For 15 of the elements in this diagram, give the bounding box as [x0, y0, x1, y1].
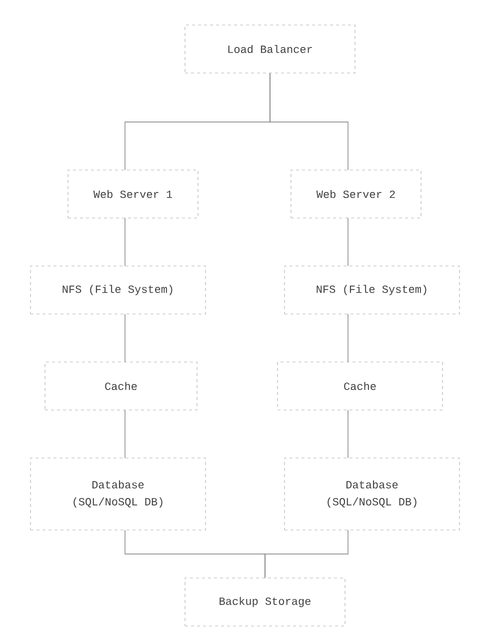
connector-line — [124, 314, 126, 362]
server-box: Web Server 1 — [68, 170, 198, 218]
server-box: Cache — [44, 362, 198, 410]
server-box: Database (SQL/NoSQL DB) — [30, 458, 206, 530]
server-box: NFS (File System) — [30, 266, 206, 314]
connector-line — [264, 530, 348, 578]
connector-line — [270, 72, 348, 170]
server-box: NFS (File System) — [284, 266, 460, 314]
balancer-box: Load Balancer — [184, 24, 356, 74]
connector-line — [124, 410, 126, 458]
server-box: Web Server 2 — [290, 170, 422, 218]
connector-line — [124, 218, 126, 266]
storage-box: Backup Storage — [184, 578, 346, 626]
server-box: Database (SQL/NoSQL DB) — [284, 458, 460, 530]
server-box: Cache — [277, 362, 443, 410]
